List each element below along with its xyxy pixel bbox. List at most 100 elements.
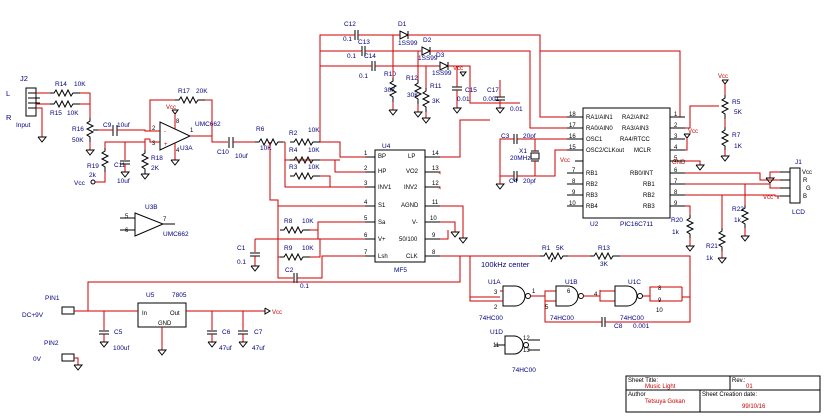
u2-pin-l9-num: 9 [572,190,576,196]
u4-pin-2-num: 2 [364,166,368,172]
c7-val: 47uf [252,345,265,352]
u4-pin-8-num: 8 [432,250,436,256]
r8-val: 10K [302,218,314,225]
c14-ref: C14 [364,53,376,60]
u2-pin-1-num: 1 [674,112,678,118]
u2-pin-vcc-name: Vcc [560,158,570,164]
u2-pin-3-name: RA4/RTCC [620,137,651,143]
c6-ref: C6 [222,329,231,336]
c11-val: 10uf [117,178,130,185]
j1-body [789,167,801,204]
u4-pin-6-num: 6 [364,233,368,239]
clock-oscillator: 100kHz center R1 5K R13 3K U1A 3 2 1 74H… [440,245,691,374]
r15-resistor [50,99,80,109]
u2-pin-9-num: 9 [674,201,678,207]
u4-pin-7-name: Lsh [378,254,388,260]
u3a-part: UMC662 [195,121,221,128]
u2-pin-6-name: RB0/INT [630,171,653,177]
u2-pin-3-num: 3 [674,134,678,140]
r14-val: 10K [74,81,86,88]
r7-val: 1K [734,143,743,150]
c14-val: 0.1 [359,73,368,80]
title-author-label: Author [628,392,646,398]
u3a-pin-8: 8 [176,119,180,125]
r14-resistor [50,88,80,98]
c4-ref: C4 [509,178,518,185]
u2-body [582,107,671,219]
c5-val: 100uf [113,345,129,352]
c6-val: 47uf [219,345,232,352]
u3a-pin-2: 2 [152,126,156,132]
u5-part: 7805 [172,292,187,299]
u2-pin-2-num: 2 [674,123,678,129]
r6-resistor [255,137,283,147]
u2-ref: U2 [590,221,599,228]
r4-resistor [290,155,320,165]
r16-potentiometer [85,118,95,142]
j1-pin-g: G [806,186,811,192]
svg-text:×: × [438,171,442,177]
u2-pin-8-num: 8 [674,190,678,196]
r12-resistor [413,80,423,104]
u3b-part: UMC662 [163,231,189,238]
u4-pin-10-name: V- [412,220,418,226]
r20-ref: R20 [671,217,683,224]
c15-val: 0.01 [457,96,470,103]
r11-resistor [421,88,431,112]
u4-right-pins: 14 LP 13 VO2 12 INV2 11 AGND 10 V- 9 50/… [399,151,442,260]
r1-val: 5K [556,245,565,252]
u4-pin-8-name: CLK [406,254,418,260]
c3-ref: C3 [501,133,510,140]
j1-pin-b: B [803,194,807,200]
svg-text:+: + [164,142,168,148]
title-rev-label: Rev.: [732,378,746,384]
u5-regulator [137,302,187,328]
d3-val: 1SS99 [432,70,452,77]
d2-ref: D2 [423,37,432,44]
u4-pin-12-name: INV2 [404,185,418,191]
r13-ref: R13 [598,245,610,252]
c2-val: 0.1 [300,283,309,290]
j2-body [25,87,37,117]
u1d-nand-gate [504,335,524,355]
r15-ref: R15 [50,110,62,117]
r1-resistor [540,251,568,261]
pin2-label: 0V [33,356,42,363]
u2-part: PIC16C711 [620,221,654,228]
u4-pin-10-num: 10 [430,216,437,222]
r6-val: 10K [260,145,272,152]
u2-pin-18-name: RA1/AIN1 [586,115,613,121]
u2-pin-2-name: RA3/AIN3 [622,126,649,132]
r17-resistor [175,95,205,105]
c17-val: 0.001 [483,96,500,103]
u2-pin-5-num: 5 [674,156,678,162]
power-supply: PIN1 DC+9V PIN2 0V U5 7805 In Out GND C5… [22,256,461,371]
d1-val: 1SS99 [398,40,418,47]
r21-resistor [717,228,727,251]
u4-pin-12-num: 12 [432,181,439,187]
u2-pin-5-name: GND [672,160,686,166]
r12-ref: R12 [406,75,418,82]
pin1-label: DC+9V [22,312,44,319]
r9-resistor [280,252,310,262]
u4-pin-14-num: 14 [432,151,439,157]
u2-pin-1-name: RA2/AIN2 [622,115,649,121]
title-block: Sheet Title: Music Light Rev.: 01 Author… [625,375,821,413]
r19-val: 2k [89,172,97,179]
r2-resistor [290,137,320,147]
u2-pin-10-num: 10 [569,201,576,207]
x1-val: 20MHz [510,155,531,162]
d3-diode [439,61,450,71]
r22-resistor [740,205,750,228]
u2-pin-6-num: 6 [674,168,678,174]
r5-val: 5K [734,109,743,116]
u4-pin-1-name: BP [378,154,386,160]
r13-resistor [590,251,620,261]
u4-body [374,149,426,263]
c10-val: 10uf [235,153,248,160]
c5-ref: C5 [114,329,123,336]
r2-val: 10K [308,127,320,134]
u2-pin-18-num: 18 [569,112,576,118]
u2-pin-l8-name: RB2 [586,182,598,188]
c1-ref: C1 [237,245,246,252]
